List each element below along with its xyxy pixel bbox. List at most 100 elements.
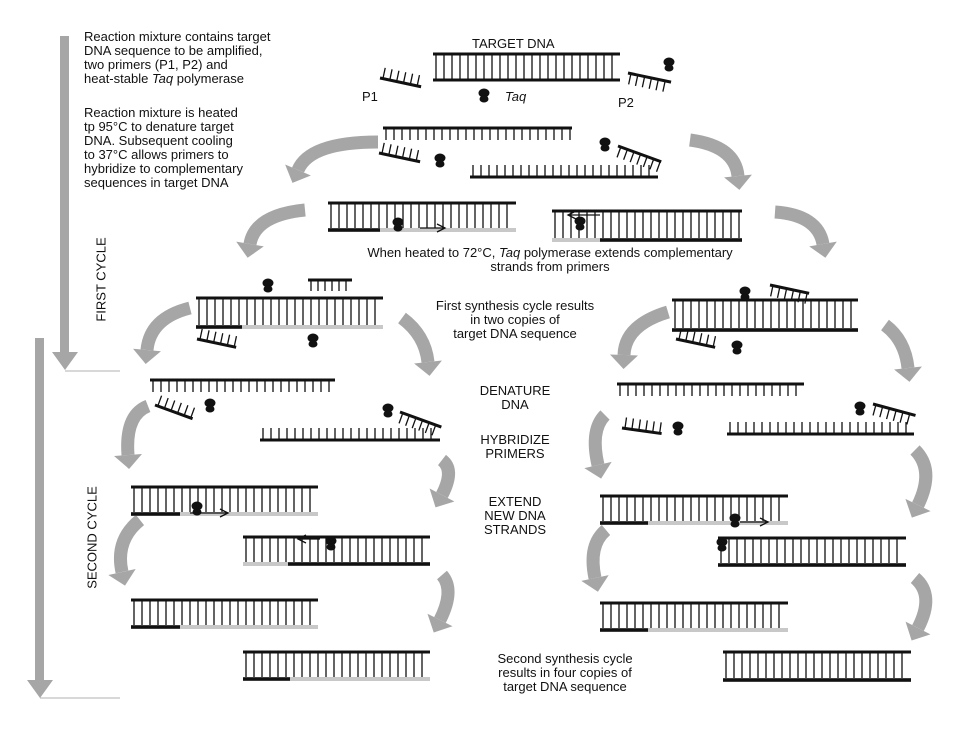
taq-polymerase — [325, 536, 337, 551]
dna-duplex — [196, 296, 383, 329]
primer-tick — [642, 156, 648, 168]
taq-polymerase — [478, 88, 490, 103]
primer — [675, 328, 717, 349]
arrow-head — [219, 508, 230, 518]
taq-polymerase — [729, 513, 741, 528]
taq-blob — [717, 544, 727, 552]
primer-tick — [691, 331, 696, 343]
primer-tick — [402, 72, 407, 84]
primer-tick — [233, 336, 238, 348]
dna-strand — [260, 428, 440, 442]
taq-blob — [739, 286, 751, 296]
primer-tick — [219, 333, 224, 345]
taq-blob — [204, 398, 216, 408]
first-cycle-label: FIRST CYCLE — [93, 237, 109, 322]
primer-backbone — [872, 402, 916, 417]
taq-blob — [262, 278, 274, 288]
dna-strand — [150, 378, 335, 392]
flow-arrow-head — [236, 241, 264, 258]
primer-tick — [206, 330, 210, 342]
primer-tick — [662, 80, 666, 92]
taq-polymerase — [191, 501, 203, 516]
primer-tick — [183, 405, 189, 416]
taq-blob — [205, 405, 215, 413]
primer-tick — [712, 336, 717, 348]
flow-arrow-head — [809, 241, 837, 258]
flow-arrow-body — [434, 570, 455, 623]
primer-1-label: P1 — [362, 89, 378, 104]
taq-blob — [663, 57, 675, 67]
primer-2-label: P2 — [618, 95, 634, 110]
taq-polymerase — [854, 401, 866, 416]
taq-blob — [192, 508, 202, 516]
flow-arrow-head — [427, 613, 453, 633]
primer-tick — [623, 149, 629, 160]
taq-blob — [575, 223, 585, 231]
primer — [616, 144, 662, 172]
flow-arrow-body — [397, 312, 435, 363]
taq-polymerase — [434, 153, 446, 168]
primer-tick — [885, 408, 891, 420]
dna-duplex — [600, 601, 788, 632]
flow-arrow — [905, 445, 933, 518]
primer-backbone — [196, 337, 237, 349]
taq-polymerase — [307, 333, 319, 348]
primer-tick — [655, 79, 659, 91]
flow-arrow — [774, 205, 837, 258]
flow-arrow — [427, 570, 455, 633]
primer-tick — [879, 406, 884, 418]
primer-tick — [398, 412, 404, 424]
dna-duplex — [328, 201, 516, 232]
primer-tick — [170, 400, 176, 412]
dna-duplex — [723, 650, 911, 682]
primer-tick — [163, 397, 169, 409]
second-cycle-arrowhead — [27, 680, 53, 698]
primer-tick — [906, 413, 911, 425]
primer — [627, 71, 672, 92]
flow-arrow-head — [114, 453, 142, 469]
extension-arrow — [740, 517, 770, 527]
taq-blob — [263, 285, 273, 293]
taq-polymerase — [204, 398, 216, 413]
flow-arrow-body — [114, 514, 145, 574]
primer-tick — [424, 422, 430, 434]
flow-arrow-body — [436, 454, 455, 498]
dna-duplex — [243, 535, 430, 566]
taq-polymerase — [716, 537, 728, 552]
primer-tick — [212, 331, 217, 343]
primer — [398, 410, 442, 436]
primer — [379, 67, 422, 89]
primer — [154, 395, 196, 421]
taq-blob — [730, 520, 740, 528]
primer-tick — [176, 402, 182, 414]
taq-blob — [478, 88, 490, 98]
flow-arrow — [688, 133, 752, 190]
flow-arrow — [584, 410, 612, 479]
primer-tick — [770, 285, 774, 297]
taq-blob — [435, 160, 445, 168]
primer-tick — [408, 148, 413, 160]
primer-tick — [797, 291, 801, 303]
taq-polymerase — [731, 340, 743, 355]
primer-backbone — [399, 410, 442, 429]
taq-polymerase — [739, 286, 751, 301]
first-cycle-bar — [60, 36, 69, 356]
taq-blob — [307, 333, 319, 343]
dna-duplex — [243, 650, 430, 681]
flow-arrow — [610, 305, 671, 369]
taq-blob — [191, 501, 203, 511]
arrow-head — [296, 534, 307, 544]
taq-blob — [479, 95, 489, 103]
primer-tick — [634, 74, 639, 86]
flow-arrow-head — [133, 348, 161, 364]
taq-blob — [732, 347, 742, 355]
primer-tick — [638, 419, 642, 431]
flow-arrow-head — [894, 366, 922, 382]
taq-blob — [599, 137, 611, 147]
taq-blob — [600, 144, 610, 152]
extension-arrow — [296, 534, 320, 544]
primer-tick — [678, 328, 682, 340]
flow-arrow-body — [880, 319, 915, 369]
primer-tick — [624, 417, 628, 429]
step-hybridize: HYBRIDIZE PRIMERS — [480, 432, 550, 461]
